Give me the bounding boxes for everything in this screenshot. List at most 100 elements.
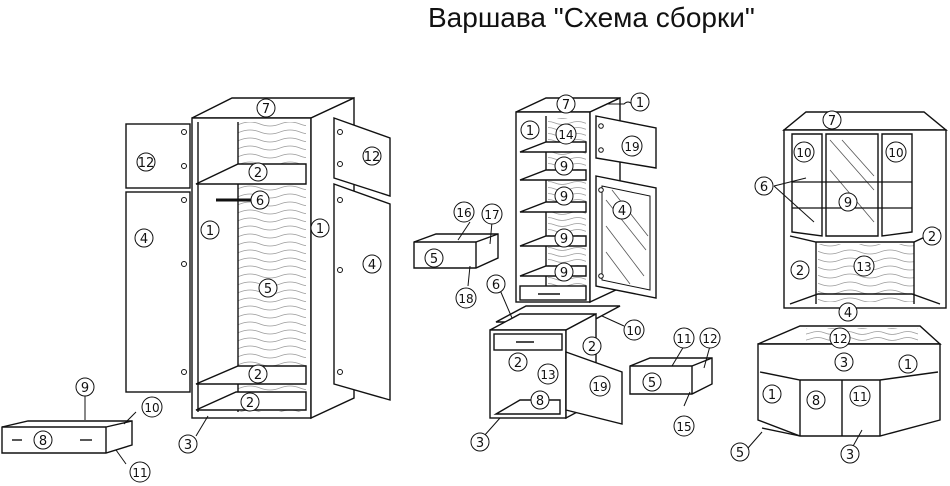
callout-cabinet-18: 18 — [455, 287, 477, 309]
callout-corner-10a: 10 — [793, 141, 815, 163]
svg-text:8: 8 — [39, 434, 47, 449]
svg-text:6: 6 — [492, 278, 500, 293]
callout-wardrobe-7: 7 — [256, 98, 276, 118]
svg-text:9: 9 — [81, 381, 89, 396]
callout-corner-12: 12 — [829, 327, 851, 349]
svg-text:3: 3 — [476, 436, 484, 451]
svg-text:4: 4 — [368, 258, 376, 273]
callout-cabinet-8: 8 — [530, 390, 550, 410]
callout-wardrobe-1a: 1 — [200, 220, 220, 240]
callout-wardrobe-8: 8 — [33, 430, 53, 450]
wardrobe-right-upper-door — [333, 117, 391, 197]
callout-cabinet-17: 17 — [481, 203, 503, 225]
cabinet-glass-door — [595, 175, 657, 299]
svg-text:9: 9 — [560, 266, 568, 281]
callout-cabinet-10: 10 — [623, 319, 645, 341]
callout-corner-3b: 3 — [840, 444, 860, 464]
svg-text:2: 2 — [254, 368, 262, 383]
svg-text:12: 12 — [138, 156, 155, 171]
svg-text:5: 5 — [736, 446, 744, 461]
svg-text:1: 1 — [316, 222, 324, 237]
callout-wardrobe-3: 3 — [178, 434, 198, 454]
svg-text:16: 16 — [456, 206, 471, 220]
svg-text:1: 1 — [636, 96, 644, 111]
callout-cabinet-14: 14 — [555, 123, 577, 145]
cabinet-assembly — [413, 96, 713, 437]
callout-corner-1a: 1 — [898, 354, 918, 374]
callout-wardrobe-9: 9 — [75, 377, 95, 397]
svg-text:7: 7 — [828, 114, 836, 129]
svg-text:7: 7 — [262, 102, 270, 117]
svg-text:13: 13 — [856, 260, 871, 274]
svg-text:1: 1 — [526, 124, 534, 139]
svg-text:12: 12 — [832, 332, 847, 346]
svg-text:3: 3 — [184, 438, 192, 453]
callout-corner-9: 9 — [838, 192, 858, 212]
callout-cabinet-1b: 1 — [520, 120, 540, 140]
callout-cabinet-7: 7 — [556, 94, 576, 114]
svg-text:10: 10 — [888, 146, 903, 160]
svg-text:2: 2 — [928, 230, 936, 245]
svg-text:12: 12 — [702, 332, 717, 346]
svg-text:6: 6 — [256, 194, 264, 209]
callout-wardrobe-4b: 4 — [362, 254, 382, 274]
callout-wardrobe-6: 6 — [250, 190, 270, 210]
callout-wardrobe-10: 10 — [141, 396, 163, 418]
callout-cabinet-6: 6 — [486, 274, 506, 294]
svg-text:14: 14 — [558, 128, 573, 142]
wardrobe-right-lower-door — [333, 183, 391, 401]
callout-corner-2b: 2 — [790, 260, 810, 280]
svg-text:5: 5 — [430, 252, 438, 267]
svg-text:15: 15 — [676, 420, 691, 434]
wardrobe-left-upper-door — [125, 123, 191, 189]
svg-text:4: 4 — [618, 204, 626, 219]
corner-top-panel — [782, 111, 948, 131]
svg-text:11: 11 — [852, 390, 867, 404]
callout-cabinet-11: 11 — [673, 327, 695, 349]
callout-wardrobe-4a: 4 — [134, 228, 154, 248]
svg-text:9: 9 — [560, 190, 568, 205]
svg-text:12: 12 — [364, 150, 381, 165]
svg-text:2: 2 — [796, 264, 804, 279]
callout-corner-3a: 3 — [834, 352, 854, 372]
callout-wardrobe-2a: 2 — [248, 162, 268, 182]
wardrobe-assembly — [1, 96, 391, 465]
svg-text:2: 2 — [246, 396, 254, 411]
svg-text:4: 4 — [140, 232, 148, 247]
svg-text:10: 10 — [796, 146, 811, 160]
svg-text:9: 9 — [560, 160, 568, 175]
svg-text:2: 2 — [588, 340, 596, 355]
svg-text:1: 1 — [206, 224, 214, 239]
svg-text:8: 8 — [812, 394, 820, 409]
callout-cabinet-5: 5 — [424, 248, 444, 268]
callout-corner-7: 7 — [822, 110, 842, 130]
callout-cabinet-2a: 2 — [582, 336, 602, 356]
callout-wardrobe-12b: 12 — [362, 146, 382, 166]
callout-cabinet-12: 12 — [699, 327, 721, 349]
svg-text:4: 4 — [844, 306, 852, 321]
callout-wardrobe-1b: 1 — [310, 218, 330, 238]
diagram-title: Варшава "Схема сборки" — [428, 2, 755, 33]
svg-text:19: 19 — [592, 380, 607, 394]
callout-cabinet-13: 13 — [537, 363, 559, 385]
callout-cabinet-9c: 9 — [554, 228, 574, 248]
svg-text:19: 19 — [624, 140, 639, 154]
wardrobe-drawer — [1, 420, 133, 454]
callout-wardrobe-5: 5 — [258, 278, 278, 298]
callouts: 7 12 12 2 6 1 1 4 4 5 2 2 9 10 8 3 11 7 … — [33, 92, 942, 483]
callout-corner-8: 8 — [806, 390, 826, 410]
cabinet-upper-drawer — [519, 285, 587, 301]
callout-corner-2a: 2 — [922, 226, 942, 246]
svg-text:8: 8 — [536, 394, 544, 409]
callout-corner-6: 6 — [754, 176, 774, 196]
callout-cabinet-1a: 1 — [630, 92, 650, 112]
svg-text:9: 9 — [560, 232, 568, 247]
callout-corner-4: 4 — [838, 302, 858, 322]
svg-text:2: 2 — [254, 166, 262, 181]
svg-text:7: 7 — [562, 98, 570, 113]
callout-cabinet-2b: 2 — [508, 352, 528, 372]
callout-cabinet-9a: 9 — [554, 156, 574, 176]
svg-text:6: 6 — [760, 180, 768, 195]
svg-text:10: 10 — [144, 401, 159, 415]
